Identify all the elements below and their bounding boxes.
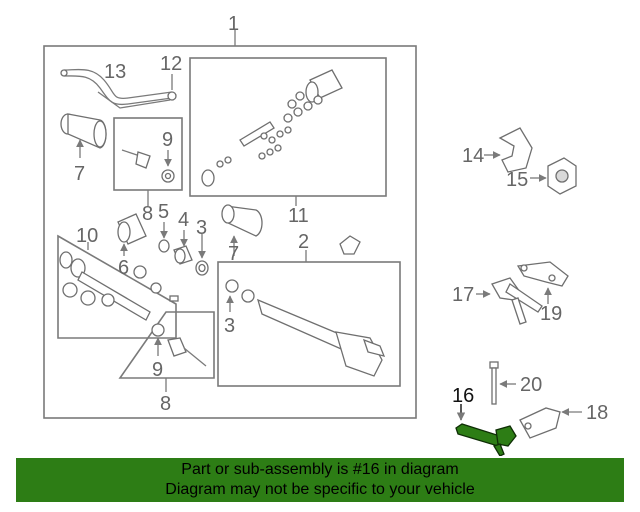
callout-1[interactable]: 1	[228, 13, 239, 35]
callout-8b[interactable]: 8	[160, 393, 171, 415]
info-banner: Part or sub-assembly is #16 in diagram D…	[16, 458, 624, 502]
part-bracket-small[interactable]	[339, 235, 361, 255]
part-11-rack-kit[interactable]	[201, 69, 343, 187]
callout-3a[interactable]: 3	[196, 217, 207, 239]
part-4[interactable]	[173, 245, 193, 265]
part-14-bracket[interactable]	[498, 127, 533, 173]
part-19-arm[interactable]	[516, 261, 569, 287]
callout-5[interactable]: 5	[158, 201, 169, 223]
banner-line-1: Part or sub-assembly is #16 in diagram	[181, 461, 459, 478]
callout-17[interactable]: 17	[452, 284, 474, 306]
subassembly-2-box	[217, 250, 401, 387]
callout-15[interactable]: 15	[506, 169, 528, 191]
part-tie-rod-end-inner-lower[interactable]	[151, 323, 207, 367]
part-16-tie-rod-end-highlighted[interactable]	[455, 423, 517, 456]
part-10-components[interactable]	[59, 251, 151, 321]
subassembly-11-box	[189, 57, 387, 206]
part-17-tie-rod-end[interactable]	[491, 277, 543, 325]
part-3-ring-upper[interactable]	[195, 260, 209, 276]
callout-20[interactable]: 20	[520, 374, 542, 396]
part-7-boot-upper[interactable]	[60, 113, 107, 149]
subassembly-8-lower-box	[118, 311, 215, 392]
part-18-bracket[interactable]	[519, 407, 561, 439]
part-7-boot-lower[interactable]	[221, 204, 263, 237]
callout-3b[interactable]: 3	[224, 315, 235, 337]
callout-9b[interactable]: 9	[152, 359, 163, 381]
banner-line-2: Diagram may not be specific to your vehi…	[165, 481, 475, 498]
callout-16[interactable]: 16	[452, 385, 474, 407]
callout-7b[interactable]: 7	[228, 243, 239, 265]
callout-13[interactable]: 13	[104, 61, 126, 83]
part-15-bushing[interactable]	[547, 157, 577, 195]
part-small-components-center[interactable]	[133, 265, 179, 302]
callout-11[interactable]: 11	[288, 205, 309, 227]
callout-2[interactable]: 2	[298, 231, 309, 253]
steering-gear-assembly-frame: 1	[43, 13, 417, 419]
callout-6[interactable]: 6	[118, 257, 129, 279]
callout-14[interactable]: 14	[462, 145, 484, 167]
subassembly-10-box	[57, 234, 177, 339]
part-6-boot[interactable]	[117, 213, 147, 245]
callout-7a[interactable]: 7	[74, 163, 85, 185]
part-20-bolt[interactable]	[489, 361, 499, 405]
part-tie-rod-end-inner-upper[interactable]	[121, 149, 175, 183]
part-2-housing[interactable]	[225, 279, 386, 377]
callout-12[interactable]: 12	[160, 53, 182, 75]
callout-9a[interactable]: 9	[162, 129, 173, 151]
callout-10[interactable]: 10	[76, 225, 98, 247]
callout-18[interactable]: 18	[586, 402, 608, 424]
part-13-pipes[interactable]	[60, 68, 177, 109]
callout-19[interactable]: 19	[540, 303, 562, 325]
part-5[interactable]	[158, 239, 170, 253]
callout-8a[interactable]: 8	[142, 203, 153, 225]
callout-4[interactable]: 4	[178, 209, 189, 231]
subassembly-8-upper-box	[113, 117, 183, 206]
parts-diagram: 1 13 12 7 9 8	[43, 13, 608, 456]
